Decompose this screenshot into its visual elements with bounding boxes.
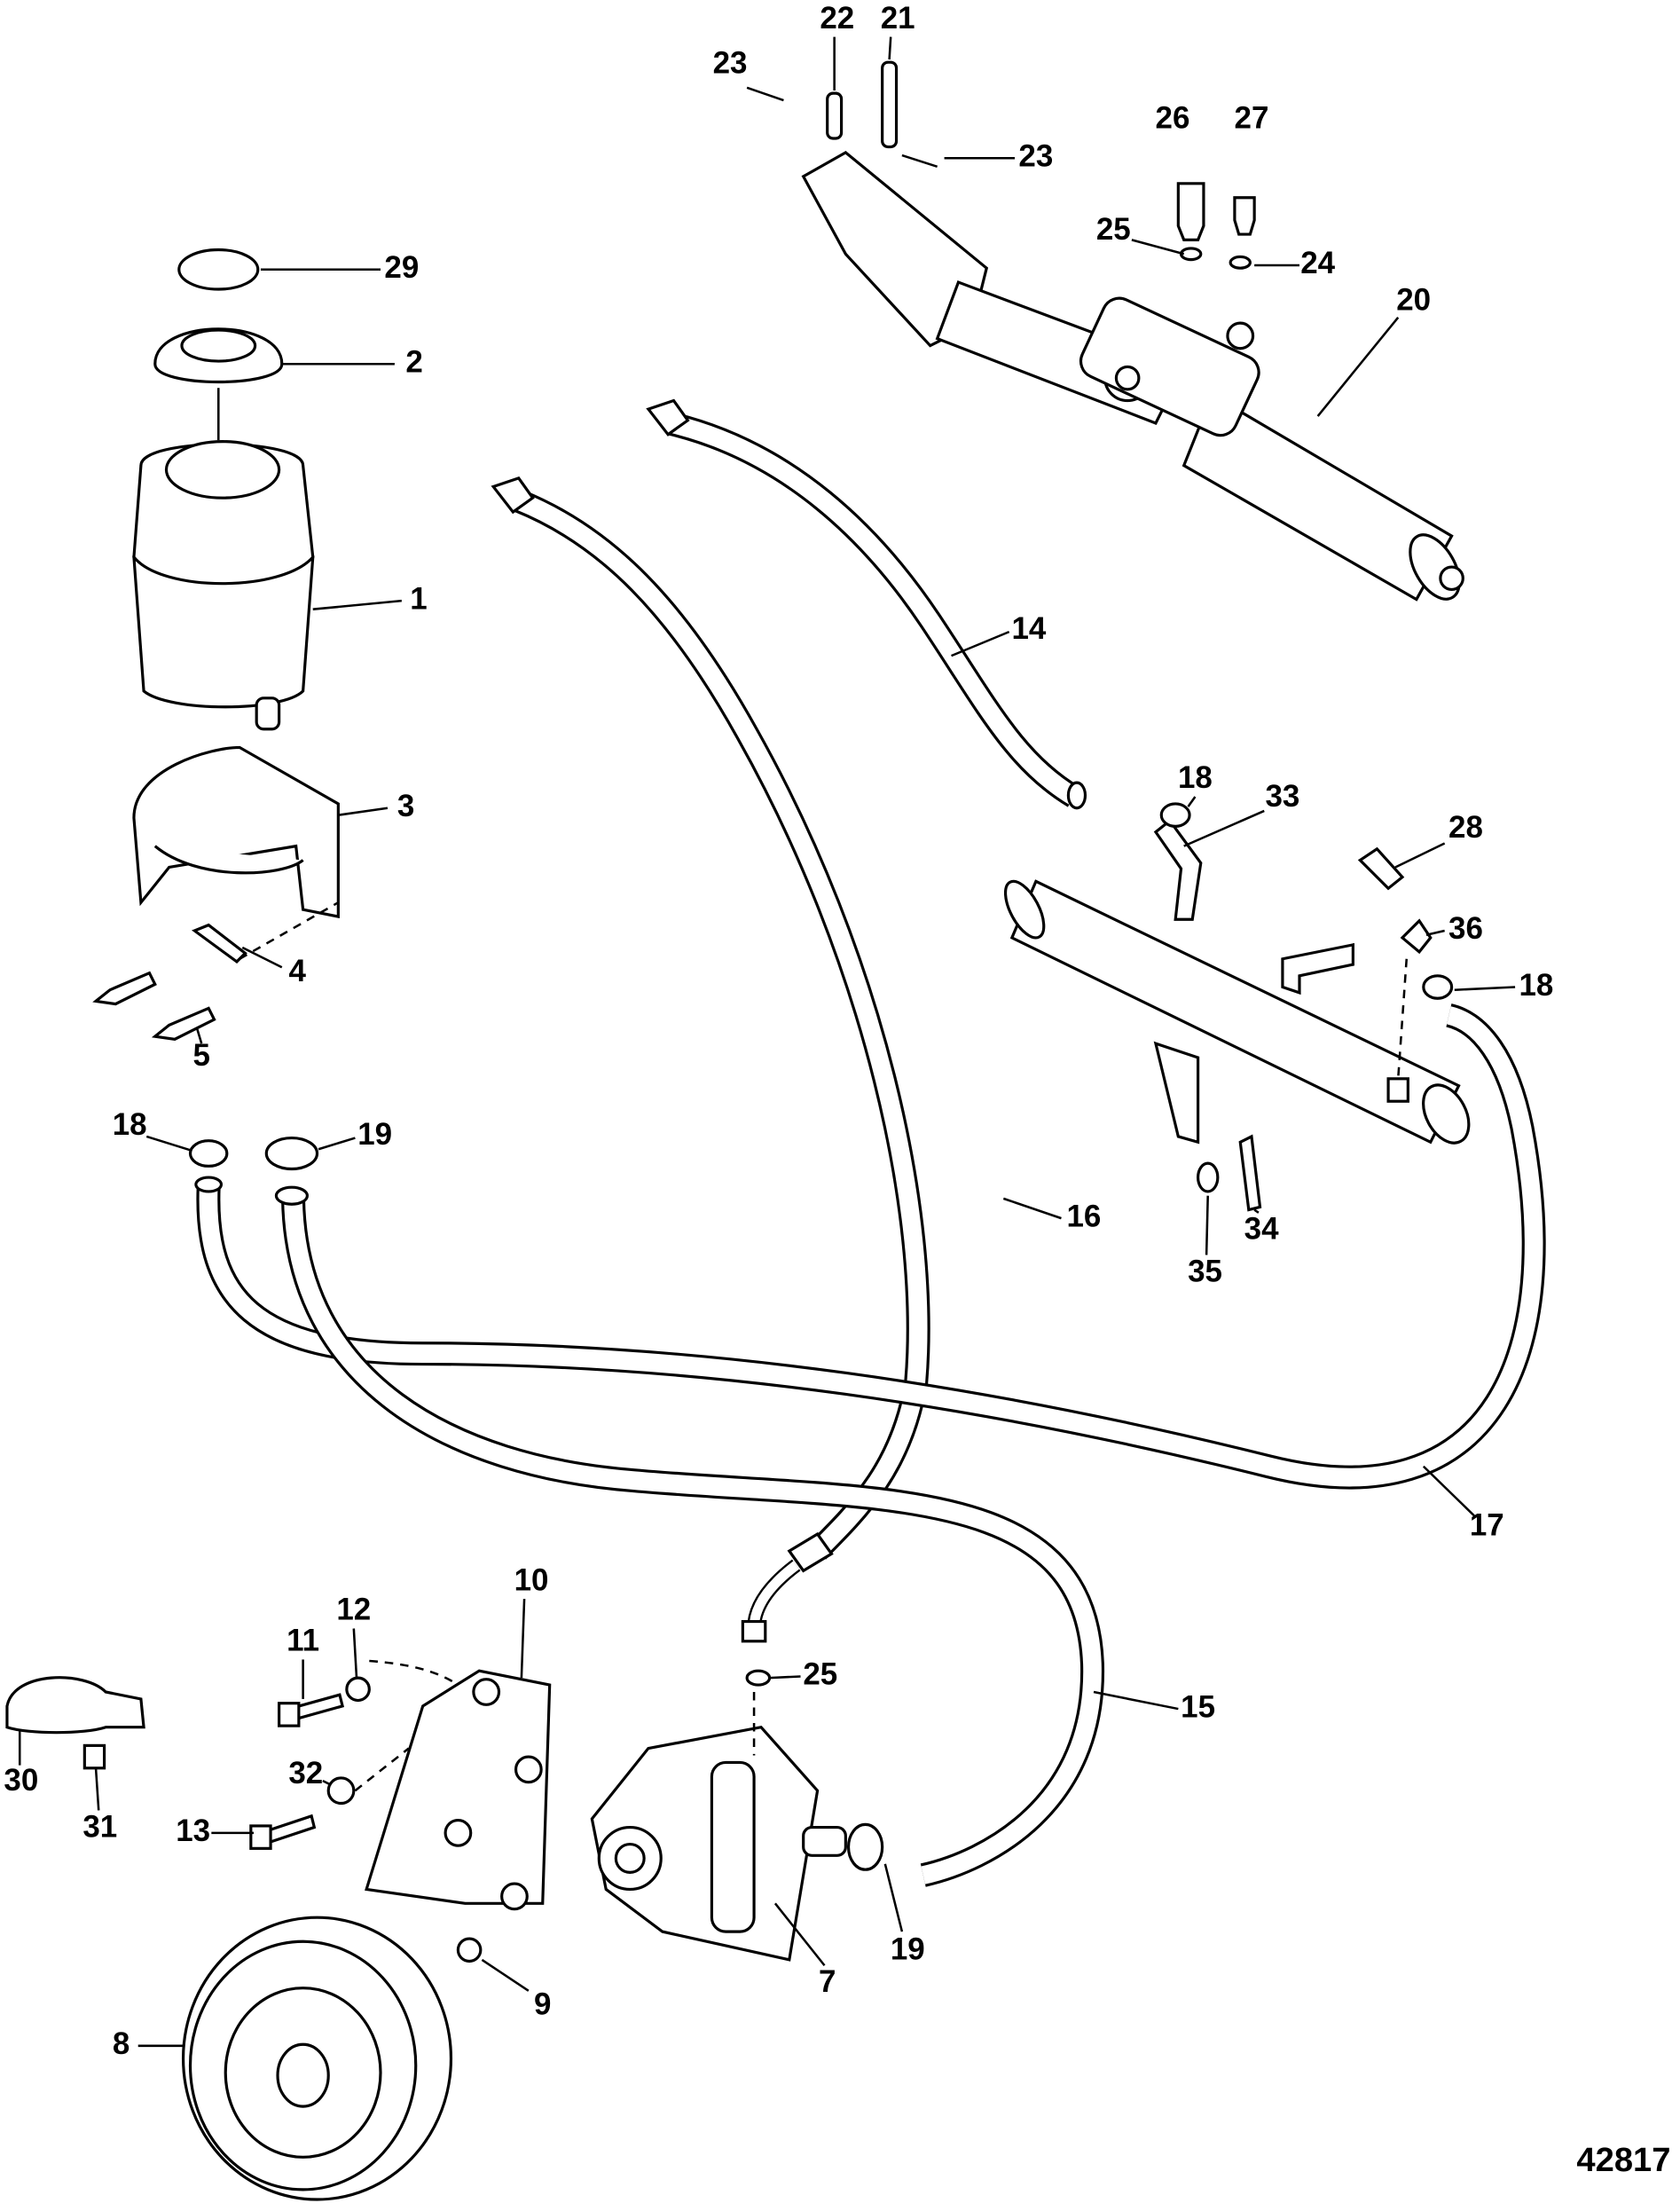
bolts-11-13-9-washers-12-32 bbox=[249, 1676, 483, 1963]
callout-31: 31 bbox=[82, 1809, 117, 1844]
callout-18: 18 bbox=[1178, 760, 1213, 795]
callout-18: 18 bbox=[1519, 968, 1553, 1003]
callout-29: 29 bbox=[384, 250, 419, 285]
callout-35: 35 bbox=[1188, 1254, 1222, 1288]
callout-36: 36 bbox=[1448, 911, 1483, 946]
clamps-18 bbox=[188, 802, 1454, 1168]
callout-15: 15 bbox=[1181, 1689, 1215, 1724]
callout-8: 8 bbox=[113, 2026, 130, 2061]
fittings-28-36 bbox=[1357, 846, 1433, 955]
callout-3: 3 bbox=[397, 789, 414, 823]
callout-25: 25 bbox=[1096, 212, 1131, 247]
callout-30: 30 bbox=[4, 1763, 38, 1798]
callout-labels: 22 21 23 23 26 27 25 24 29 2 20 1 14 3 1… bbox=[4, 1, 1553, 2061]
callout-26: 26 bbox=[1156, 101, 1190, 136]
callout-4: 4 bbox=[289, 954, 307, 988]
callout-1: 1 bbox=[410, 581, 427, 616]
callout-21: 21 bbox=[881, 1, 915, 35]
callout-25: 25 bbox=[803, 1657, 837, 1692]
callout-20: 20 bbox=[1396, 283, 1431, 318]
callout-33: 33 bbox=[1265, 779, 1299, 814]
leader-lines bbox=[18, 36, 1516, 2048]
callout-2: 2 bbox=[405, 344, 422, 379]
pulley-part-8 bbox=[181, 1916, 453, 2201]
callout-16: 16 bbox=[1066, 1199, 1101, 1233]
pump-part-7 bbox=[590, 1669, 847, 1962]
callout-19: 19 bbox=[891, 1932, 925, 1967]
reservoir-seal-29 bbox=[177, 248, 260, 291]
bolt-34-washer-35 bbox=[1196, 1134, 1262, 1212]
callout-23: 23 bbox=[1018, 138, 1053, 173]
callout-32: 32 bbox=[288, 1756, 323, 1790]
bolts-4-5 bbox=[92, 901, 339, 1041]
pump-bracket-10 bbox=[354, 1659, 552, 1911]
callout-14: 14 bbox=[1011, 611, 1046, 646]
callout-7: 7 bbox=[819, 1964, 836, 1999]
figure-number: 42817 bbox=[1576, 2141, 1670, 2179]
callout-5: 5 bbox=[192, 1038, 209, 1073]
callout-11: 11 bbox=[287, 1624, 319, 1658]
callout-9: 9 bbox=[534, 1987, 551, 2022]
hose-15 bbox=[274, 1185, 1104, 1887]
clamps-19 bbox=[264, 1136, 884, 1871]
callout-17: 17 bbox=[1470, 1507, 1504, 1542]
reservoir-cap-2 bbox=[153, 327, 284, 441]
callout-22: 22 bbox=[820, 1, 854, 35]
callout-10: 10 bbox=[514, 1562, 549, 1597]
pins-21-22-23 bbox=[746, 60, 938, 168]
steering-cylinder-part-20 bbox=[801, 150, 1464, 602]
cooler-part-33 bbox=[1003, 818, 1471, 1145]
callout-12: 12 bbox=[336, 1593, 371, 1627]
callout-19: 19 bbox=[357, 1117, 392, 1152]
callout-13: 13 bbox=[176, 1814, 210, 1848]
callout-34: 34 bbox=[1244, 1212, 1279, 1247]
callout-23: 23 bbox=[713, 46, 748, 81]
reservoir-bracket-3 bbox=[132, 745, 340, 919]
fittings-24-27 bbox=[1176, 182, 1256, 270]
callout-27: 27 bbox=[1235, 101, 1269, 136]
clamp-30-screw-31 bbox=[5, 1676, 145, 1770]
hose-16 bbox=[491, 476, 930, 1643]
reservoir-part-1 bbox=[132, 440, 315, 731]
callout-28: 28 bbox=[1448, 810, 1483, 845]
callout-24: 24 bbox=[1300, 246, 1335, 280]
callout-18: 18 bbox=[113, 1107, 147, 1142]
hose-14 bbox=[646, 398, 1087, 810]
